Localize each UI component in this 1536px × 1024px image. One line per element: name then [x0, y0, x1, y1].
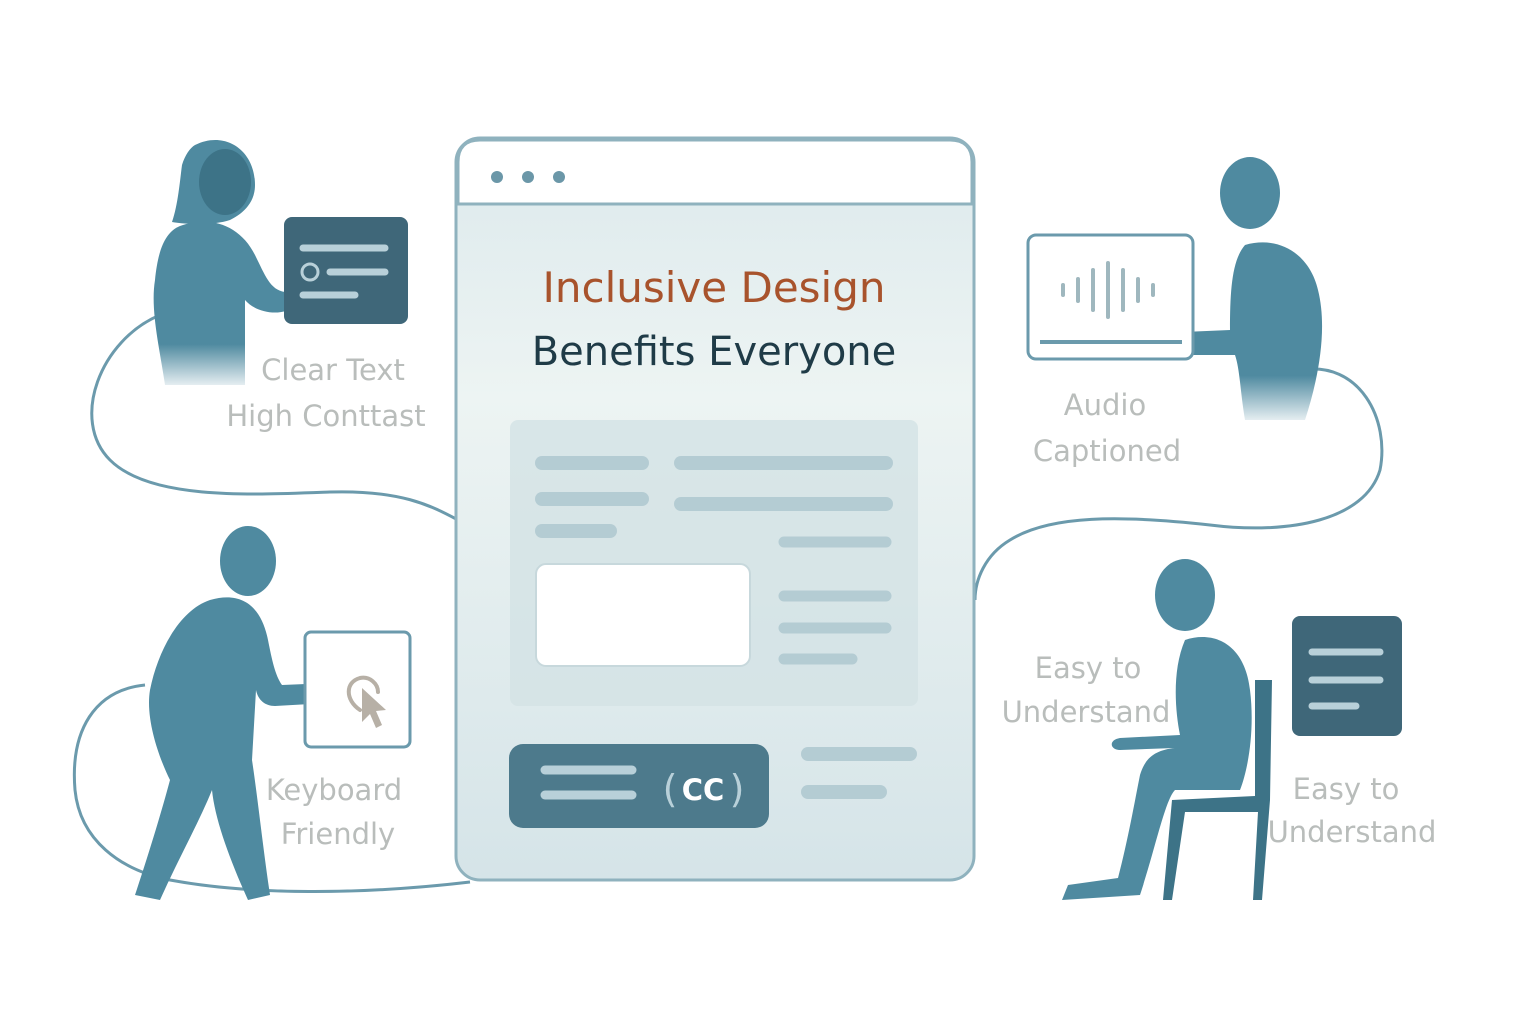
cc-paren-right: )	[730, 767, 745, 811]
person-body	[1062, 637, 1252, 900]
cursor-arrow	[362, 688, 386, 728]
person-head	[1220, 157, 1280, 229]
window-dot-3[interactable]	[553, 171, 565, 183]
label-friendly: Friendly	[281, 817, 395, 851]
three-dots-icon	[491, 171, 565, 183]
label-understand: Understand	[1268, 815, 1437, 849]
caption-button[interactable]: ( CC )	[509, 744, 769, 828]
text-lines-icon	[540, 765, 637, 800]
browser-titlebar	[456, 138, 974, 206]
cursor-click-icon	[303, 630, 412, 749]
text-lines-icon	[284, 217, 408, 324]
closed-captions-icon: ( CC )	[663, 767, 745, 811]
label-easy-to: Easy to	[1293, 772, 1400, 806]
text-placeholder-lines	[535, 456, 893, 538]
image-placeholder	[535, 563, 751, 667]
sound-wave-icon	[1026, 233, 1195, 361]
cc-paren-left: (	[663, 767, 678, 811]
person-head	[220, 526, 276, 596]
audio-screen	[1026, 233, 1195, 361]
connector-top-right	[973, 367, 1384, 601]
click-ripple	[346, 675, 380, 712]
label-high-contrast: High Conttast	[226, 399, 425, 433]
caption-button-bg[interactable]	[509, 744, 769, 828]
page-title-line1: Inclusive Design	[543, 263, 886, 312]
label-understand-mid: Understand	[1002, 695, 1171, 729]
label-keyboard: Keyboard	[266, 773, 402, 807]
pointer-card	[303, 630, 412, 749]
label-audio: Audio	[1064, 388, 1146, 422]
person-top-left: Clear Text High Conttast	[153, 139, 426, 433]
cc-label: CC	[682, 773, 725, 807]
person-body	[135, 597, 336, 900]
chair	[1163, 680, 1272, 900]
label-easy-to-mid: Easy to	[1035, 651, 1142, 685]
connector-top-left	[90, 313, 459, 522]
person-body	[1156, 242, 1323, 420]
label-clear-text: Clear Text	[261, 353, 405, 387]
document-lines-icon	[1292, 616, 1402, 736]
person-head	[1155, 559, 1215, 631]
connector-bottom-left	[72, 683, 471, 893]
page-title-line2: Benefits Everyone	[532, 329, 897, 375]
person-body	[153, 221, 312, 385]
label-captioned: Captioned	[1033, 434, 1181, 468]
side-placeholder-lines	[778, 536, 892, 665]
browser-window: Inclusive Design Benefits Everyone	[454, 136, 976, 882]
person-head	[199, 149, 251, 215]
window-dot-2[interactable]	[522, 171, 534, 183]
person-top-right: Audio Captioned	[1026, 157, 1323, 468]
connector-lines	[72, 313, 1384, 893]
window-dot-1[interactable]	[491, 171, 503, 183]
button-side-lines	[801, 747, 917, 799]
person-bottom-right: Easy to Understand Easy to Understand	[1002, 559, 1437, 900]
person-bottom-left: Keyboard Friendly	[135, 526, 412, 900]
document-card	[1292, 616, 1402, 736]
card-touch	[300, 262, 320, 282]
